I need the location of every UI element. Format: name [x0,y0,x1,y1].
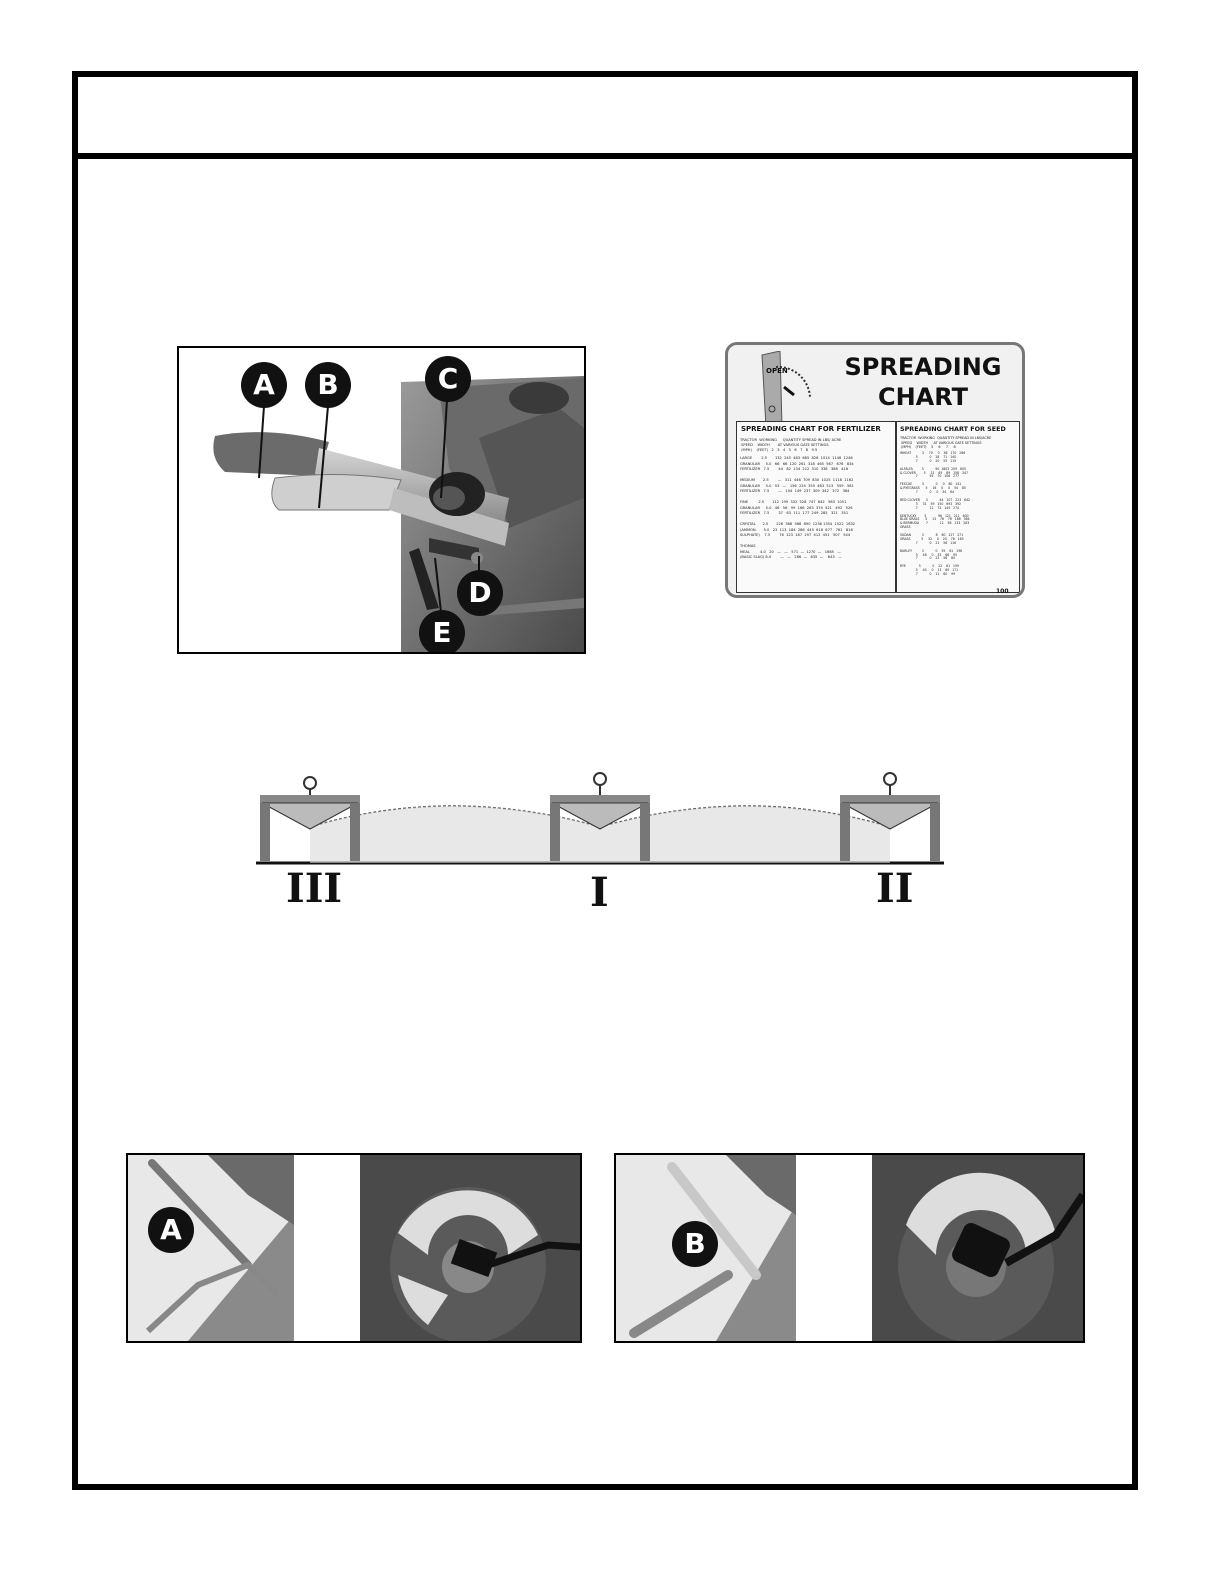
chart-title-line2: CHART [877,383,969,411]
spreading-chart-plate: OPEN SPREADING CHART SPREADING CHART FOR… [725,342,1025,598]
fertilizer-table-rows: LARGE 2.5 132 245 483 685 826 1014 1148 … [740,456,856,559]
lever-b-illustration [616,1155,1083,1341]
label-d-marker: D [457,570,503,616]
seed-table: SPREADING CHART FOR SEED TRACTOR WORKING… [896,421,1020,593]
label-e-marker: E [419,610,465,652]
header-bar [78,77,1132,159]
spreader-right-icon [840,772,940,861]
lever-a-illustration [128,1155,580,1341]
position-label-left: III [286,865,343,912]
lever-b-photo: B [614,1153,1085,1343]
gate-dial-icon [761,351,811,428]
seed-table-header: TRACTOR WORKING QUANTITY SPREAD IN LBS/A… [900,436,992,450]
control-levers-photo: A B C D E [177,346,586,654]
chart-title-line1: SPREADING [844,353,1002,381]
position-label-right: II [876,865,914,912]
page-border [72,71,1138,1490]
fertilizer-table-header: TRACTOR WORKING QUANTITY SPREAD IN LBS/ … [740,438,842,452]
seed-table-rows: WHEAT 3 70 0 46 170 266 5 0 28 71 140 7 … [900,451,971,577]
spreader-left-icon [260,776,360,861]
fertilizer-table: SPREADING CHART FOR FERTILIZER TRACTOR W… [736,421,896,593]
lever-a-photo: A [126,1153,582,1343]
label-leader-lines [258,399,480,613]
fertilizer-table-title: SPREADING CHART FOR FERTILIZER [741,425,881,433]
label-a-marker: A [241,362,287,408]
lever-a-marker: A [148,1207,194,1253]
label-b-marker: B [305,362,351,408]
position-label-center: I [590,869,609,916]
dial-open-label: OPEN [766,367,788,375]
control-levers-illustration [179,348,584,652]
lever-b-marker: B [672,1221,718,1267]
chart-page-number: 100 [996,588,1009,595]
spread-pattern-illustration [256,772,944,865]
spread-pattern-diagram: III I II [250,765,950,916]
seed-table-title: SPREADING CHART FOR SEED [900,425,1006,433]
spreader-center-icon [550,772,650,861]
label-c-marker: C [425,356,471,402]
